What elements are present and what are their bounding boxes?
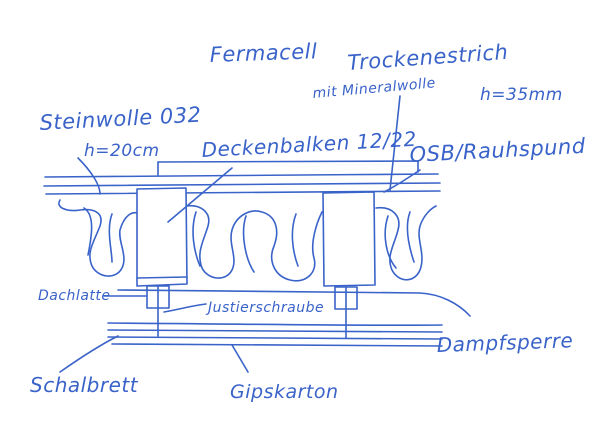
label-justierschraube: Justierschraube xyxy=(205,300,324,316)
label-steinwolle-hoehe: h=20cm xyxy=(84,141,160,161)
label-estrich-hoehe: h=35mm xyxy=(480,85,563,105)
batten-right xyxy=(334,286,358,339)
fermacell-board xyxy=(157,160,419,176)
label-gipskarton: Gipskarton xyxy=(230,381,339,403)
stone-wool-insulation xyxy=(58,199,437,282)
leader-lines xyxy=(59,95,421,373)
label-steinwolle: Steinwolle 032 xyxy=(39,103,202,135)
label-schalbrett: Schalbrett xyxy=(30,373,139,397)
vapor-barrier xyxy=(117,289,471,317)
label-dampfsperre: Dampfsperre xyxy=(436,328,573,357)
label-mineralwolle: mit Mineralwolle xyxy=(312,75,436,102)
ceiling-beam-right xyxy=(322,191,376,287)
label-trockenestrich: Trockenestrich xyxy=(347,40,509,75)
ceiling-beam-left xyxy=(136,187,188,287)
batten-left xyxy=(146,285,170,337)
osb-floor-layers xyxy=(43,173,441,195)
plank-and-drywall-layers xyxy=(107,322,443,347)
label-osb: OSB/Rauhspund xyxy=(409,134,586,167)
label-dachlatte: Dachlatte xyxy=(38,288,111,304)
label-fermacell: Fermacell xyxy=(209,39,317,67)
label-deckenbalken: Deckenbalken 12/22 xyxy=(201,127,417,162)
